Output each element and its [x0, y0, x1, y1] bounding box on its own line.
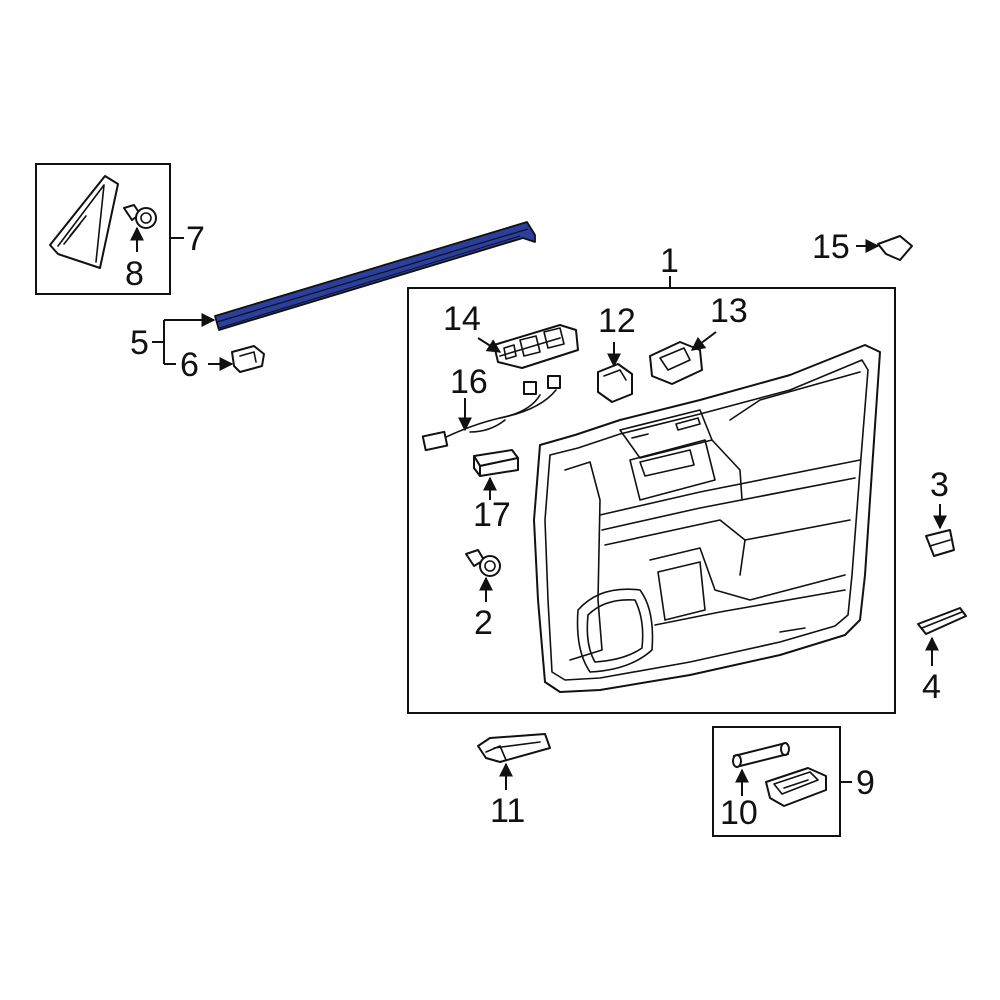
clip-part-17: [473, 449, 519, 477]
clip-part-8: [123, 204, 157, 229]
callout-3: 3: [930, 466, 949, 504]
belt-moulding-body: [214, 221, 536, 331]
bracket-5: [152, 313, 216, 365]
callout-17: 17: [473, 496, 511, 534]
callout-11: 11: [490, 792, 525, 830]
callout-13: 13: [710, 292, 748, 330]
clip-part-4: [917, 607, 967, 635]
door-trim-group-box: [407, 287, 896, 714]
callout-10: 10: [720, 794, 758, 832]
belt-moulding-part-5: [214, 221, 536, 331]
clip-part-3: [925, 529, 955, 557]
clip-part-6: [231, 345, 265, 373]
callout-14: 14: [443, 300, 481, 338]
garnish-triangle: [49, 175, 119, 269]
lamp-part-9: [765, 767, 827, 807]
callout-15: 15: [812, 228, 850, 266]
inner-handle-part-11: [477, 733, 551, 763]
door-trim-panel: [533, 344, 881, 693]
wire-harness-part-16: [421, 375, 561, 452]
callout-5: 5: [130, 324, 149, 362]
group-box-9: 10: [712, 726, 841, 837]
switch-part-13: [649, 341, 703, 385]
switch-part-12: [597, 363, 633, 403]
clip-part-15: [877, 235, 913, 261]
clip-part-2: [465, 549, 501, 577]
callout-2: 2: [474, 604, 493, 642]
callout-8: 8: [125, 255, 144, 293]
group-box-7: 8: [35, 163, 171, 295]
callout-1: 1: [660, 242, 679, 280]
callout-6: 6: [180, 346, 199, 384]
bulb-part-10: [732, 742, 790, 768]
callout-4: 4: [922, 668, 941, 706]
callout-9: 9: [856, 764, 875, 802]
callout-7: 7: [186, 220, 205, 258]
switch-part-14: [493, 324, 579, 369]
callout-16: 16: [450, 363, 488, 401]
callout-12: 12: [598, 302, 636, 340]
